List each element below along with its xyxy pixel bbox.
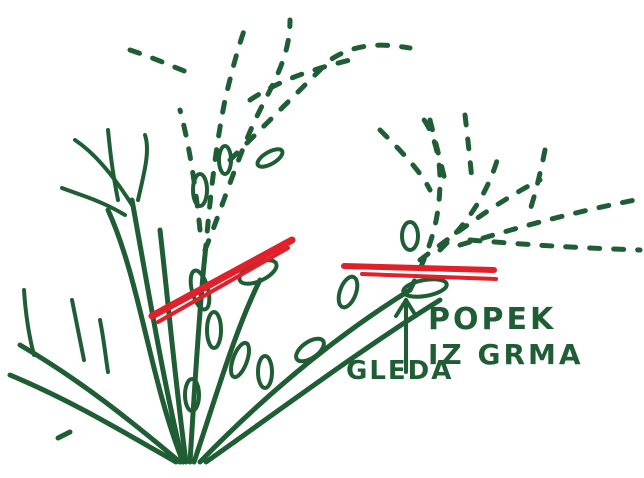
cut-line-right: [344, 266, 494, 270]
stray-mark: [58, 432, 70, 438]
annotation-line-1: POPEK: [428, 302, 556, 337]
dashed-grass: [130, 20, 640, 290]
left-branches: [24, 130, 147, 372]
cut-line-left-2: [158, 248, 288, 322]
main-stems: [10, 200, 440, 462]
cut-line-right-2: [362, 274, 496, 279]
annotation-line-3: GLEDA: [346, 356, 453, 386]
cut-line-left: [152, 240, 292, 316]
